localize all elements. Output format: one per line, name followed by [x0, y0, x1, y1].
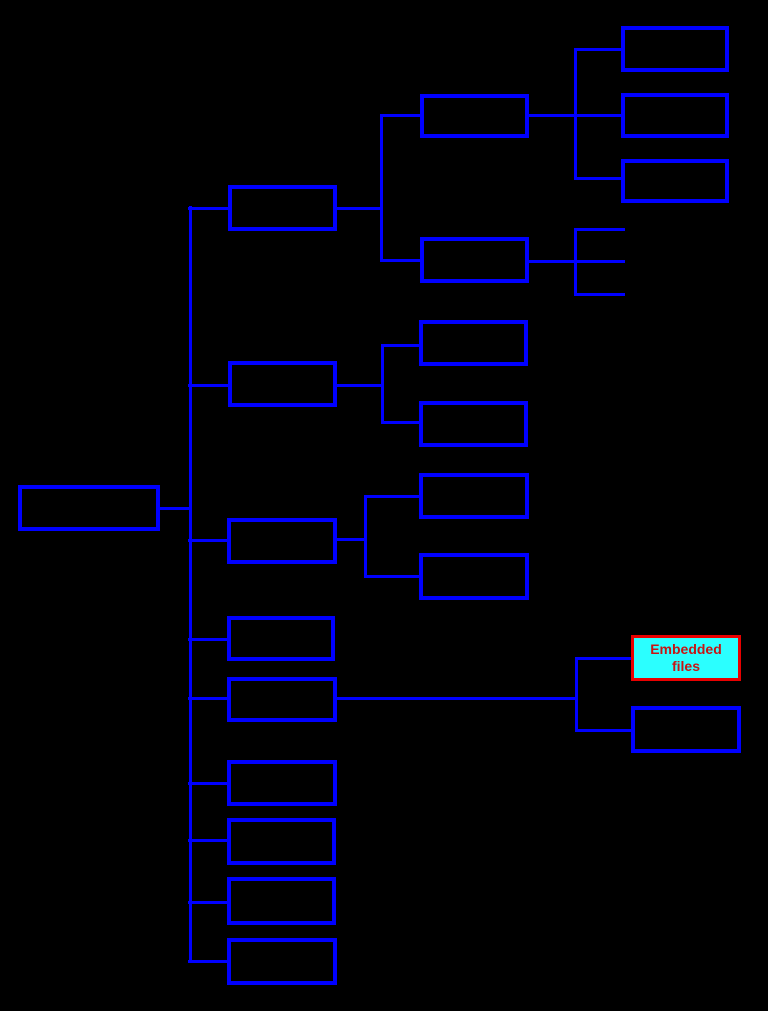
level3-node-5b	[631, 706, 741, 753]
level2-node-4	[227, 616, 335, 661]
tree-edge	[574, 47, 621, 51]
tree-edge	[364, 494, 419, 498]
tree-edge	[337, 206, 382, 210]
tree-edge	[188, 696, 227, 700]
level4-node-3	[621, 159, 729, 203]
tree-edge	[188, 959, 227, 963]
level2-node-1	[228, 185, 337, 231]
tree-edge	[380, 258, 420, 262]
tree-edge	[574, 227, 625, 231]
level3-node-3b	[419, 553, 529, 600]
tree-edge	[188, 637, 227, 641]
level2-node-5	[227, 677, 337, 722]
tree-edge	[188, 781, 227, 785]
tree-edge	[379, 114, 383, 261]
level3-node-1b	[420, 237, 529, 283]
tree-edge	[529, 113, 576, 117]
tree-edge	[381, 420, 419, 424]
tree-edge	[188, 900, 227, 904]
tree-edge	[337, 537, 366, 541]
embedded-files-node-label: Embedded files	[650, 641, 722, 674]
tree-edge	[363, 495, 367, 577]
tree-edge	[575, 728, 631, 732]
tree-edge	[574, 292, 625, 296]
tree-edge	[188, 838, 227, 842]
tree-edge	[574, 113, 621, 117]
tree-edge	[529, 259, 576, 263]
tree-edge	[381, 343, 419, 347]
embedded-files-node: Embedded files	[631, 635, 741, 681]
tree-edge	[188, 538, 227, 542]
root-node	[18, 485, 160, 531]
level2-node-8	[227, 877, 336, 925]
tree-edge	[574, 658, 578, 731]
level3-node-2b	[419, 401, 528, 447]
level3-node-2a	[419, 320, 528, 366]
level3-node-1a	[420, 94, 529, 138]
level4-node-1	[621, 26, 729, 72]
tree-edge	[575, 656, 631, 660]
level3-node-3a	[419, 473, 529, 519]
tree-edge	[380, 113, 420, 117]
level2-node-7	[227, 818, 336, 865]
level2-node-3	[227, 518, 337, 564]
level4-node-2	[621, 93, 729, 138]
level2-node-2	[228, 361, 337, 407]
tree-edge	[188, 383, 228, 387]
level2-node-6	[227, 760, 337, 806]
tree-edge	[160, 506, 190, 510]
tree-edge	[574, 259, 625, 263]
tree-edge	[337, 696, 577, 700]
tree-edge	[574, 176, 621, 180]
tree-edge	[364, 574, 419, 578]
tree-edge	[380, 344, 384, 423]
level2-node-9	[227, 938, 337, 985]
tree-edge	[188, 206, 192, 963]
tree-edge	[188, 206, 228, 210]
tree-edge	[337, 383, 383, 387]
